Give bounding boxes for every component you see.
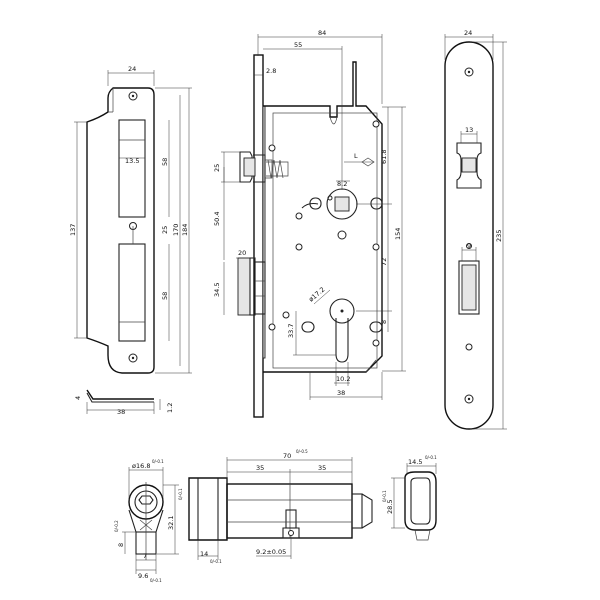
faceplate-height-label: 235	[495, 230, 503, 242]
cylinder-side-dimensions: 70 0/-0.5 35 35 14 0/-0.1 9.2±0.05	[197, 449, 353, 564]
strike-slot-width-label: 13.5	[125, 157, 139, 165]
cam-width-label: 7	[143, 552, 147, 560]
strike-outer-height-label: 137	[69, 224, 77, 236]
knob-width-label: 14	[200, 550, 208, 558]
half-b-label: 35	[318, 464, 326, 472]
profile-depth-label: 38	[117, 408, 125, 416]
strike-inner-height-label: 170	[172, 224, 180, 236]
cam-bottom-tolerance-label: 0/-0.1	[150, 578, 162, 583]
total-length-label: 70	[283, 452, 291, 460]
profile-return-label: 4	[74, 396, 82, 400]
latch-height-label: 25	[213, 164, 221, 172]
cylinder-side	[188, 477, 373, 541]
cam-low-tolerance-label: 0/-0.2	[114, 520, 119, 532]
strike-lower-slot-label: 58	[161, 292, 169, 300]
cylinder-cam-label: 8	[380, 320, 388, 324]
profile-height-label: 32.1	[167, 516, 175, 530]
bolt-slot-label: 9	[467, 242, 471, 250]
cam-diameter-label: ø16.8	[132, 462, 150, 470]
thumbturn-height-tolerance-label: 0/-0.1	[382, 490, 387, 502]
knob-width-tolerance-label: 0/-0.1	[210, 559, 222, 564]
faceplate-width-label: 24	[464, 29, 472, 37]
case-depth-lower-label: 38	[337, 389, 345, 397]
backset-label: 55	[294, 41, 302, 49]
latch-to-handle-label: 50.4	[213, 212, 221, 226]
faceplate-front	[444, 41, 494, 430]
strike-width-label: 24	[128, 65, 136, 73]
strike-plate	[86, 87, 155, 374]
deadbolt-projection-label: 34.5	[213, 283, 221, 297]
top-offset-label: 61.8	[380, 150, 388, 164]
body-height-label: 154	[394, 228, 402, 240]
lock-body: L	[237, 54, 383, 418]
cylinder-width-label: 10.2	[336, 375, 350, 383]
cylinder-profile-dimensions: ø16.8 0/-0.1 32.1 0/-0.1 8 0/-0.2 7 9.6 …	[114, 459, 183, 583]
faceplate-dimensions: 24 235 13 9	[444, 29, 507, 430]
overall-depth-label: 84	[318, 29, 326, 37]
strike-plate-profile: 38 1.2 4	[74, 389, 174, 416]
strike-center-gap-label: 25	[161, 226, 169, 234]
faceplate-thickness-label: 2.8	[266, 67, 276, 75]
thumbturn-width-tolerance-label: 0/-0.1	[425, 455, 437, 460]
strike-total-height-label: 184	[181, 224, 189, 236]
profile-height-tolerance-label: 0/-0.1	[178, 488, 183, 500]
latch-slot-label: 13	[465, 126, 473, 134]
thumbturn-end	[404, 471, 437, 541]
cam-bottom-label: 9.6	[138, 572, 148, 580]
strike-plate-dimensions: 24 137 184 170 58 58 25 13.5	[69, 65, 192, 374]
handle-to-cylinder-label: 72	[380, 258, 388, 266]
profile-thickness-label: 1.2	[166, 403, 174, 413]
cylinder-hole-label: ø17.2	[307, 286, 326, 304]
thumbturn-width-label: 14.5	[408, 458, 422, 466]
cam-offset-label: 9.2±0.05	[256, 548, 286, 556]
spindle-size-label: 8.2	[337, 180, 347, 188]
deadbolt-height-label: 20	[238, 249, 246, 257]
cylinder-profile	[128, 482, 164, 560]
total-length-tolerance-label: 0/-0.5	[296, 449, 308, 454]
half-a-label: 35	[256, 464, 264, 472]
cylinder-offset-label: 33.7	[287, 324, 295, 338]
cam-diameter-tolerance-label: 0/-0.1	[152, 459, 164, 464]
handing-mark-label: L	[354, 152, 358, 160]
thumbturn-height-label: 28.5	[386, 500, 394, 514]
handing-indicator: L	[344, 152, 375, 167]
thumbturn-dimensions: 14.5 0/-0.1 28.5 0/-0.1	[382, 455, 437, 529]
strike-upper-slot-label: 58	[161, 158, 169, 166]
cam-low-label: 8	[117, 543, 125, 547]
